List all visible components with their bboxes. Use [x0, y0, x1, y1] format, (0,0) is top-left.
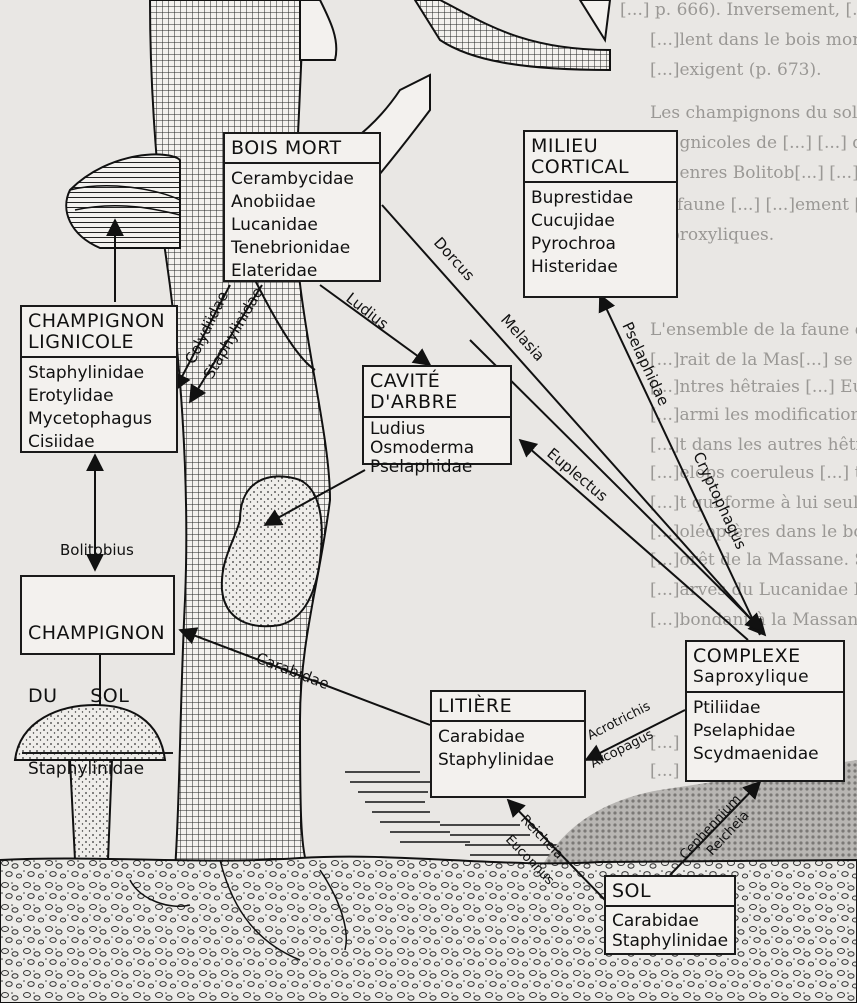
box-bois-mort-title: BOIS MORT: [225, 134, 379, 164]
page-text-line: [...]t qui forme à lui seul plus de 10 %…: [650, 493, 857, 513]
page-text-line: [...] p. 666). Inversement, [...] o[...]: [620, 0, 857, 20]
box-champignon-lignicole: CHAMPIGNON LIGNICOLE Staphylinidae Eroty…: [20, 305, 178, 453]
page-text-line: [...]t dans les autres hêtraies [...] de…: [650, 435, 857, 455]
bracket-fungus: [66, 154, 180, 248]
box-cavite-item: Osmoderma: [370, 439, 504, 458]
box-champignon-sol-title-line: CHAMPIGNON: [28, 623, 167, 644]
box-lignicole-item: Mycetophagus: [28, 408, 170, 431]
box-cavite-title-line: CAVITÉ: [370, 371, 504, 392]
box-lignicole-title-line: LIGNICOLE: [28, 332, 170, 353]
label-euplectus: Euplectus: [543, 444, 611, 505]
page-text-line: [...]orêt de la Massane. Sa place est oc…: [650, 550, 857, 570]
box-sol-title: SOL: [606, 877, 734, 907]
label-melasia: Melasia: [497, 311, 548, 365]
box-complexe-item: Ptiliidae: [693, 697, 837, 720]
box-complexe-saproxylique: COMPLEXE Saproxylique Ptiliidae Pselaphi…: [685, 640, 845, 782]
box-lignicole-item: Staphylinidae: [28, 362, 170, 385]
box-lignicole-item: Erotylidae: [28, 385, 170, 408]
page-text-line: Les champignons du sol ont [...] champig…: [650, 103, 857, 123]
box-bois-mort-item: Anobiidae: [231, 191, 373, 214]
page-text-line: [...]rait de la Mas[...] se [...] [...]: [650, 350, 857, 370]
box-sol-item: Carabidae: [612, 911, 728, 931]
box-complexe-item: Scydmaenidae: [693, 743, 837, 766]
box-litiere: LITIÈRE Carabidae Staphylinidae: [430, 690, 586, 798]
page-text-line: La faune [...] [...]ement [...] [...]es: [650, 195, 857, 215]
page-text-line: [...]lent dans le bois mort [...] [...]s…: [650, 30, 857, 50]
box-bois-mort-item: Cerambycidae: [231, 168, 373, 191]
box-lignicole-item: Cisiidae: [28, 431, 170, 454]
page-text-line: [...]gnicoles de [...] [...] des: [650, 133, 857, 153]
box-milieu-cortical-item: Cucujidae: [531, 210, 670, 233]
box-complexe-subtitle: Saproxylique: [693, 667, 837, 688]
box-bois-mort: BOIS MORT Cerambycidae Anobiidae Lucanid…: [223, 132, 381, 282]
page-text-line: [...]enres Bolitob[...] [...] Gyrophaena…: [650, 163, 857, 183]
box-bois-mort-item: Tenebrionidae: [231, 237, 373, 260]
label-ludius: Ludius: [343, 289, 393, 333]
page-text-line: [...]arves du Lucanidae Dorcus paralleli…: [650, 580, 857, 600]
box-sol: SOL Carabidae Staphylinidae: [604, 875, 736, 955]
box-complexe-item: Pselaphidae: [693, 720, 837, 743]
box-litiere-item: Carabidae: [438, 726, 578, 749]
page-text-line: [...]oléoptères dans le bois mort des hê…: [650, 522, 857, 542]
box-litiere-item: Staphylinidae: [438, 749, 578, 772]
page-text-line: L'ensemble de la faune de Co[...]: [650, 320, 857, 340]
box-litiere-title: LITIÈRE: [432, 692, 584, 722]
box-champignon-sol-title-line: DU SOL: [28, 686, 167, 707]
box-lignicole-title-line: CHAMPIGNON: [28, 311, 170, 332]
label-bolitobius: Bolitobius: [60, 541, 134, 559]
box-champignon-sol: CHAMPIGNON DU SOL Staphylinidae: [20, 575, 175, 655]
box-bois-mort-item: Lucanidae: [231, 214, 373, 237]
box-milieu-cortical-title-line: CORTICAL: [531, 157, 670, 178]
box-complexe-title: COMPLEXE: [693, 646, 837, 667]
box-cavite-item: Pselaphidae: [370, 458, 504, 477]
page-text-line: [...]ntres hêtraies [...] Europe [...] N…: [650, 377, 857, 397]
box-champignon-sol-item: Staphylinidae: [28, 758, 167, 781]
box-cavite-arbre: CAVITÉ D'ARBRE Ludius Osmoderma Pselaphi…: [362, 365, 512, 465]
box-cavite-title-line: D'ARBRE: [370, 392, 504, 413]
box-cavite-item: Ludius: [370, 420, 504, 439]
page-text-line: [...]exigent (p. 673).: [650, 60, 822, 80]
label-dorcus: Dorcus: [430, 234, 478, 285]
box-milieu-cortical-item: Buprestidae: [531, 187, 670, 210]
box-sol-item: Staphylinidae: [612, 931, 728, 951]
box-milieu-cortical-title-line: MILIEU: [531, 136, 670, 157]
box-milieu-cortical: MILIEU CORTICAL Buprestidae Cucujidae Py…: [523, 130, 678, 298]
box-milieu-cortical-item: Histeridae: [531, 256, 670, 279]
page-text-line: [...]armi les modifications les plus [..…: [650, 405, 857, 425]
box-bois-mort-item: Elateridae: [231, 260, 373, 283]
box-milieu-cortical-item: Pyrochroa: [531, 233, 670, 256]
